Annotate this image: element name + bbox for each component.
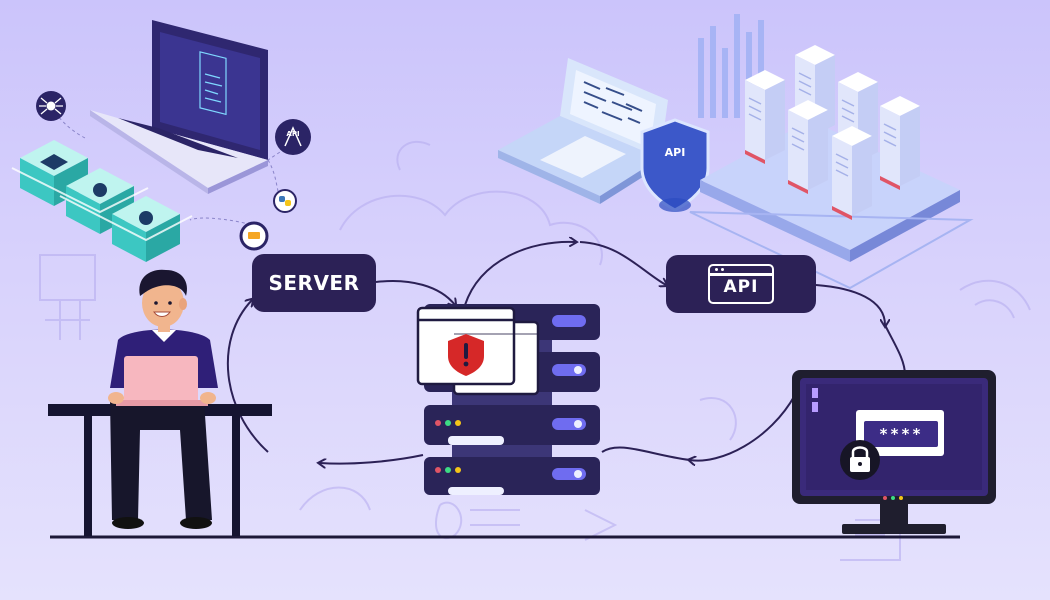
arrow-rack-to-user [320, 454, 424, 464]
person-icon [48, 269, 272, 536]
python-icon [273, 189, 297, 213]
arrow-monitor-to-rack [690, 394, 796, 461]
api-window-icon: API [708, 264, 774, 304]
padlock-icon [840, 440, 880, 480]
spider-icon [36, 91, 66, 121]
server-towers [745, 45, 920, 220]
api-shield-text: API [664, 146, 686, 159]
monitor-icon [792, 370, 996, 534]
server-label-text: SERVER [268, 271, 360, 295]
laptop-icon [90, 20, 268, 194]
arrow-user-to-server-label [226, 300, 269, 453]
warning-shield-icon [448, 334, 484, 376]
server-rack-icon [416, 304, 600, 495]
arrow-api-to-monitor-top [815, 284, 885, 325]
arrow-rack-to-api [579, 241, 666, 285]
flow-arrows [226, 241, 906, 464]
api-label: API [666, 255, 816, 313]
server-farm-icon [689, 14, 974, 290]
password-field: **** [878, 425, 924, 443]
api-shield-icon [640, 118, 710, 212]
api-label-text: API [723, 276, 759, 297]
data-cubes [11, 140, 193, 262]
arrow-api-to-monitor [884, 324, 906, 376]
tool-badge-icon [239, 221, 269, 251]
server-label: SERVER [252, 254, 376, 312]
api-badge-text: API [286, 130, 300, 138]
arrow-server-label-to-rack [375, 280, 455, 305]
arrow-monitor-to-rack-tail [601, 446, 691, 461]
api-badge-icon [275, 119, 311, 155]
arrow-rack-loop [464, 242, 575, 306]
